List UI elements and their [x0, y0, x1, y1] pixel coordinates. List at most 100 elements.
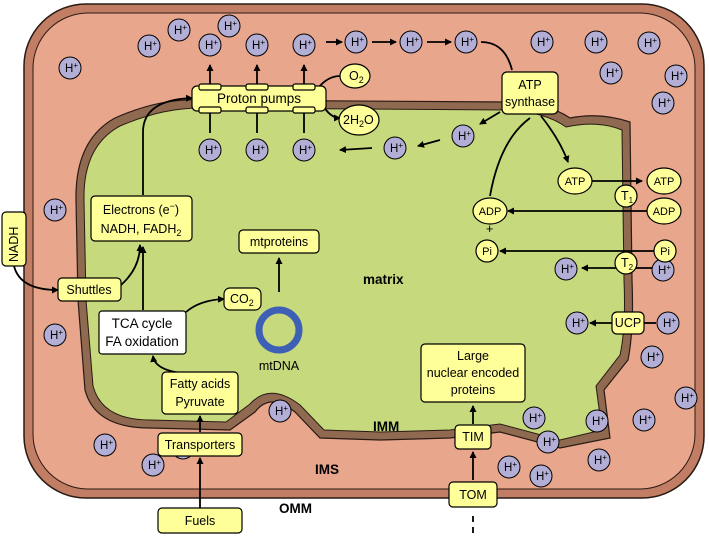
h-ion-circle — [587, 448, 611, 472]
h-ion-label: H+ — [205, 143, 218, 157]
h-ion-circle — [344, 30, 368, 54]
h-ion-circle — [292, 138, 316, 162]
t2-label: T2 — [621, 256, 634, 272]
tca-line2: FA oxidation — [105, 334, 179, 349]
fatty-line2: Pyruvate — [175, 395, 224, 409]
electrons-line2: NADH, FADH2 — [101, 222, 182, 238]
h-ion-label: H+ — [390, 141, 403, 155]
h-ion-circle — [674, 386, 698, 410]
t2-transporter: T2 — [614, 251, 638, 275]
arrow-electrons-pumps — [142, 94, 193, 195]
arrow-synthase-h — [479, 111, 501, 125]
h-ion-label: H+ — [543, 435, 556, 449]
h-ion-circle — [141, 453, 165, 477]
arrow-h-chain-1 — [417, 139, 441, 148]
h-ion-label: H+ — [100, 438, 113, 452]
fuels-label: Fuels — [185, 514, 216, 528]
o2-label: O2 — [349, 69, 364, 85]
tim-label: TIM — [462, 430, 484, 444]
adp-matrix: ADP — [472, 197, 508, 225]
h-ion-circle — [637, 31, 661, 55]
h-ion: H+ — [651, 91, 675, 115]
co2-label: CO2 — [230, 292, 254, 308]
tim-box: TIM — [454, 424, 492, 450]
ims-label: IMS — [315, 462, 339, 477]
h-ion-circle — [632, 408, 656, 432]
h-ion-circle — [245, 138, 269, 162]
arrow-nadh-shuttles — [13, 265, 59, 294]
h-ion-circle — [454, 30, 478, 54]
h-ion: H+ — [522, 406, 546, 430]
h-ion-label: H+ — [647, 350, 660, 364]
arrow-h-chain-2 — [339, 146, 373, 154]
h-ion-circle — [292, 33, 316, 57]
h-ion-circle — [198, 33, 222, 57]
h-ion: H+ — [536, 430, 560, 454]
h-ion: H+ — [167, 18, 191, 42]
h-ion: H+ — [141, 453, 165, 477]
h-ion: H+ — [399, 30, 423, 54]
transporters-box: Transporters — [157, 432, 243, 457]
h-ion: H+ — [137, 34, 161, 58]
o2-circle: O2 — [339, 63, 371, 89]
water-label: 2H2O — [343, 113, 374, 129]
pi-matrix: Pi — [475, 239, 499, 263]
h-ion-label: H+ — [224, 19, 237, 33]
h-ion: H+ — [554, 257, 578, 281]
h-ion: H+ — [585, 409, 609, 433]
tom-box: TOM — [448, 481, 498, 508]
h-ion: H+ — [565, 311, 589, 335]
h-ion: H+ — [674, 386, 698, 410]
adp-matrix-label: ADP — [479, 206, 502, 218]
arrow-h-to-synthase — [480, 41, 513, 71]
h-ion-label: H+ — [663, 316, 676, 330]
shuttles-box: Shuttles — [57, 277, 122, 302]
h-ion: H+ — [93, 433, 117, 457]
fatty-line1: Fatty acids — [170, 377, 230, 391]
h-ion: H+ — [529, 464, 553, 488]
atp-matrix: ATP — [557, 167, 593, 195]
h-ion-label: H+ — [205, 38, 218, 52]
h-ion-label: H+ — [639, 413, 652, 427]
fatty-acids-box: Fatty acids Pyruvate — [161, 371, 239, 415]
h-ion-circle — [599, 61, 623, 85]
h-ion: H+ — [497, 455, 521, 479]
h-ion: H+ — [43, 323, 67, 347]
atp-synthase-box: ATP synthase — [501, 71, 559, 115]
fuels-box: Fuels — [157, 507, 243, 534]
h-ion: H+ — [344, 30, 368, 54]
h-ion: H+ — [632, 408, 656, 432]
h-ion-label: H+ — [658, 263, 671, 277]
large-line3: proteins — [451, 383, 495, 397]
h-ion-label: H+ — [275, 404, 288, 418]
atp-ims: ATP — [646, 167, 682, 195]
h-ion-label: H+ — [299, 143, 312, 157]
h-ion-circle — [565, 311, 589, 335]
h-ion: H+ — [245, 138, 269, 162]
h-ion: H+ — [451, 124, 475, 148]
h-ion-layer: H+ H+ H+ H+ H+ H+ H+ H+ H+ H+ H+ H+ H+ H+ H+ H+ H+ H+ H+ H+… — [43, 14, 698, 488]
h-ion: H+ — [454, 30, 478, 54]
h-ion-circle — [43, 323, 67, 347]
h-ion-label: H+ — [406, 35, 419, 49]
omm-label: OMM — [279, 501, 312, 516]
h-ion-label: H+ — [351, 35, 364, 49]
h-ion-circle — [554, 257, 578, 281]
h-ion: H+ — [651, 258, 675, 282]
mtdna-ring: mtDNA — [255, 306, 303, 373]
tca-box: TCA cycle FA oxidation — [98, 310, 187, 355]
h-ion-circle — [217, 14, 241, 38]
h-ion-label: H+ — [144, 39, 157, 53]
transporters-label: Transporters — [165, 438, 235, 452]
ucp-box: UCP — [611, 311, 645, 335]
h-ion-circle — [530, 30, 554, 54]
tom-label: TOM — [459, 488, 487, 502]
h-ion-circle — [497, 455, 521, 479]
h-ion-label: H+ — [252, 143, 265, 157]
imm-label: IMM — [373, 419, 399, 434]
atp-synthase-line2: synthase — [505, 95, 555, 109]
h-ion: H+ — [640, 345, 664, 369]
h-ion-circle — [651, 91, 675, 115]
h-ion-label: H+ — [591, 35, 604, 49]
